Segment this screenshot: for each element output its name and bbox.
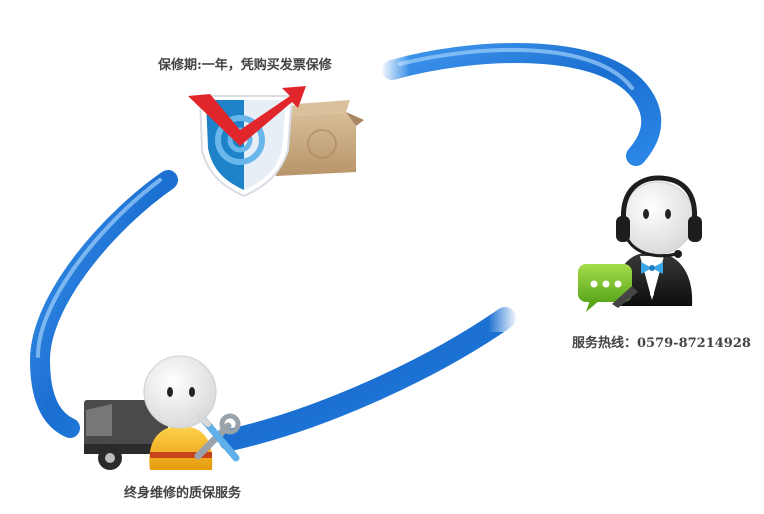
ring-arc-bottom (219, 307, 516, 451)
service-hotline-label: 服务热线：0579-87214928 (572, 336, 751, 351)
warranty-graphic (188, 86, 364, 198)
warranty-shield-icon (188, 86, 306, 198)
service-ring (29, 43, 662, 451)
lifetime-repair-label: 终身维修的质保服务 (124, 486, 242, 501)
wrench-icon (194, 413, 241, 462)
ring-arc-left (29, 170, 178, 438)
warranty-period-label: 保修期:一年，凭购买发票保修 (158, 58, 332, 73)
chat-bubble-icon (578, 264, 638, 312)
